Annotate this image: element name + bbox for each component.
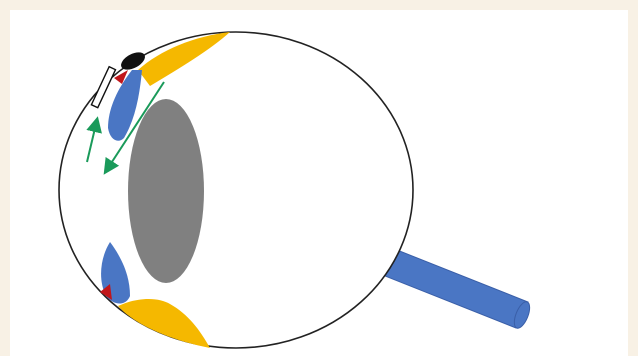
optic-nerve	[376, 246, 533, 330]
diagram-panel	[10, 10, 628, 356]
eye-diagram	[10, 10, 628, 356]
lens	[128, 99, 204, 283]
